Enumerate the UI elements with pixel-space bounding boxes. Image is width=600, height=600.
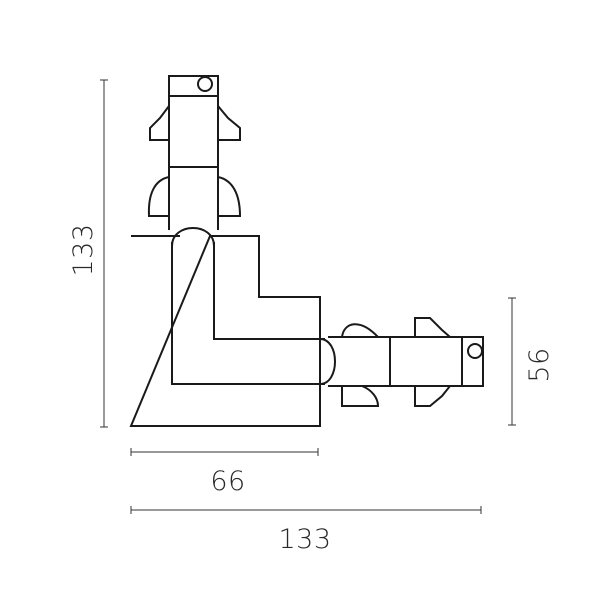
top-screw-icon [197,76,213,92]
dim-label-width-inner: 66 [210,466,245,497]
vertical-arm-cap [171,227,215,247]
vertical-arm-sides [168,76,219,230]
upper-right-clip [217,105,241,141]
upper-round-clip [341,323,379,338]
lower-round-clip [341,385,380,407]
body-outline [129,235,321,427]
dim-label-width-total: 133 [278,524,331,555]
upper-left-clip [149,105,170,141]
right-end-box [461,336,484,387]
horizontal-arm [328,317,484,407]
upper-trap-clip [414,317,451,338]
dim-label-height-left: 133 [68,223,99,276]
lower-right-clip [217,176,242,217]
horizontal-arm-sides [328,336,483,387]
dim-label-height-right: 56 [524,347,555,382]
dimension-right-height: 56 [508,297,555,426]
connector-body [129,227,336,427]
right-screw-icon [467,343,483,359]
inner-channel [171,242,325,385]
dimension-left-height: 133 [68,79,108,428]
vertical-arm [147,75,242,230]
lower-left-clip [147,176,170,217]
dimension-total-width: 133 [130,506,482,555]
horizontal-arm-cap [319,338,336,385]
lower-trap-clip [414,385,451,407]
dimension-inner-width: 66 [130,448,319,497]
top-end-box [168,75,219,97]
